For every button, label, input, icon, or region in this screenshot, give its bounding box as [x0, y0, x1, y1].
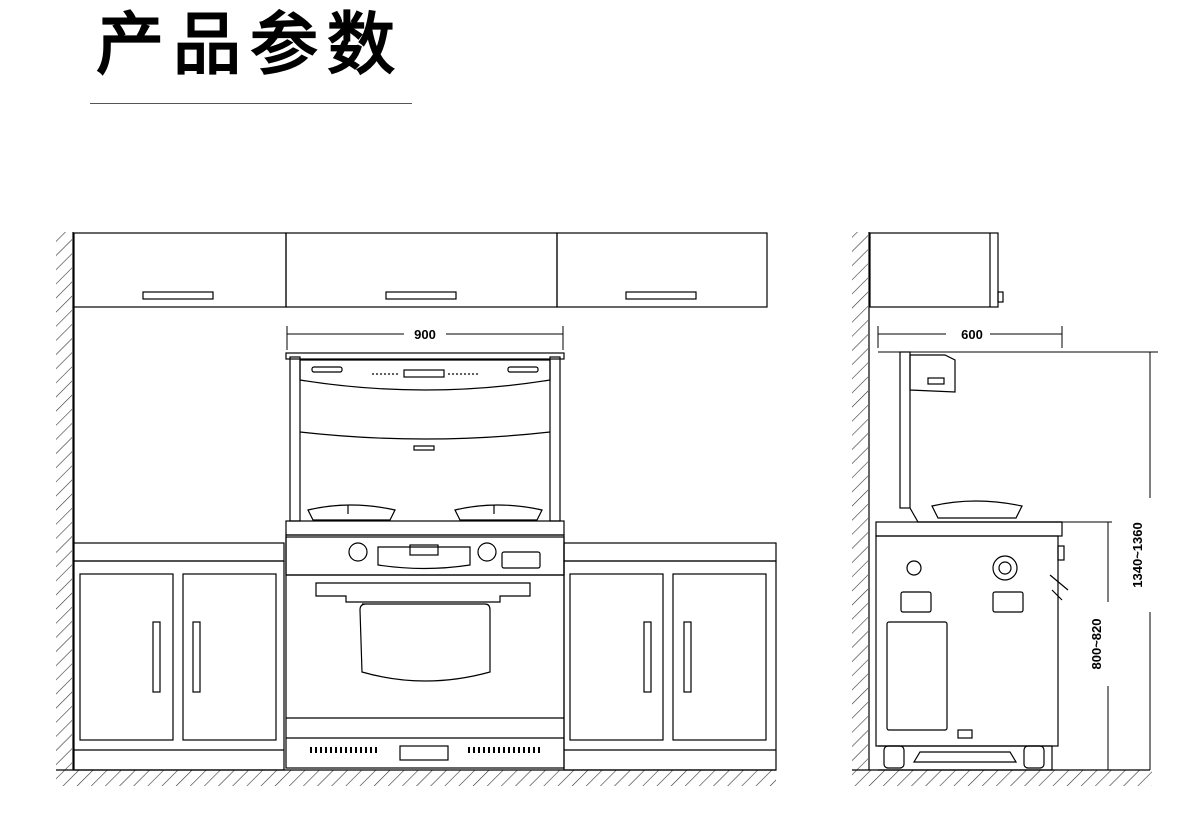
- gas-valve: [906, 560, 922, 576]
- countertop-right: [563, 542, 777, 562]
- integrated-stove: [285, 534, 565, 769]
- access-panel: [886, 621, 948, 731]
- side-foot: [1023, 745, 1045, 769]
- wall-cabinet-handle: [625, 291, 697, 300]
- front-wall-hatch: [56, 232, 72, 770]
- front-view: [56, 232, 777, 786]
- side-vent: [900, 591, 932, 613]
- page-title: 产品参数: [96, 6, 405, 85]
- drawer-handle: [399, 745, 449, 761]
- burners: [307, 504, 543, 521]
- side-burner: [931, 500, 1023, 519]
- width-dimension: [286, 326, 564, 350]
- wall-cabinet-handle: [142, 291, 214, 300]
- base-cabinet-right: [563, 560, 777, 771]
- side-floor-hatch: [852, 770, 1152, 786]
- side-hood: [878, 351, 1158, 523]
- cabinet-handle: [192, 621, 201, 693]
- front-width-label: 900: [414, 327, 436, 342]
- side-stove-body: [875, 521, 1069, 771]
- depth-dimension: [877, 326, 1063, 348]
- countertop-left: [73, 542, 285, 562]
- total-height-label: 1340~1360: [1130, 522, 1145, 587]
- height-dimensions: [1062, 352, 1151, 770]
- base-cabinet-left: [73, 560, 285, 771]
- side-view: [852, 232, 1158, 786]
- oven-handle: [315, 582, 531, 603]
- side-vent: [992, 591, 1024, 613]
- wall-cabinets: [73, 232, 768, 308]
- wall-cabinet-handle: [385, 291, 457, 300]
- range-hood: [285, 352, 565, 522]
- side-depth-label: 600: [961, 327, 983, 342]
- indicator-box: [501, 551, 541, 569]
- cabinet-handle: [152, 621, 161, 693]
- title-underline: [90, 103, 412, 104]
- knob-left: [348, 542, 368, 562]
- cooktop-surface: [285, 520, 565, 536]
- control-panel: [285, 536, 565, 576]
- side-wall-hatch: [852, 232, 868, 770]
- oven-window: [359, 603, 491, 682]
- fan-outlet: [992, 555, 1018, 581]
- knob-right: [477, 542, 497, 562]
- front-floor-hatch: [56, 770, 776, 786]
- cabinet-handle: [643, 621, 652, 693]
- cabinet-handle: [683, 621, 692, 693]
- side-wall-cabinet: [869, 232, 999, 308]
- side-foot: [883, 745, 905, 769]
- counter-height-label: 800~820: [1089, 619, 1104, 670]
